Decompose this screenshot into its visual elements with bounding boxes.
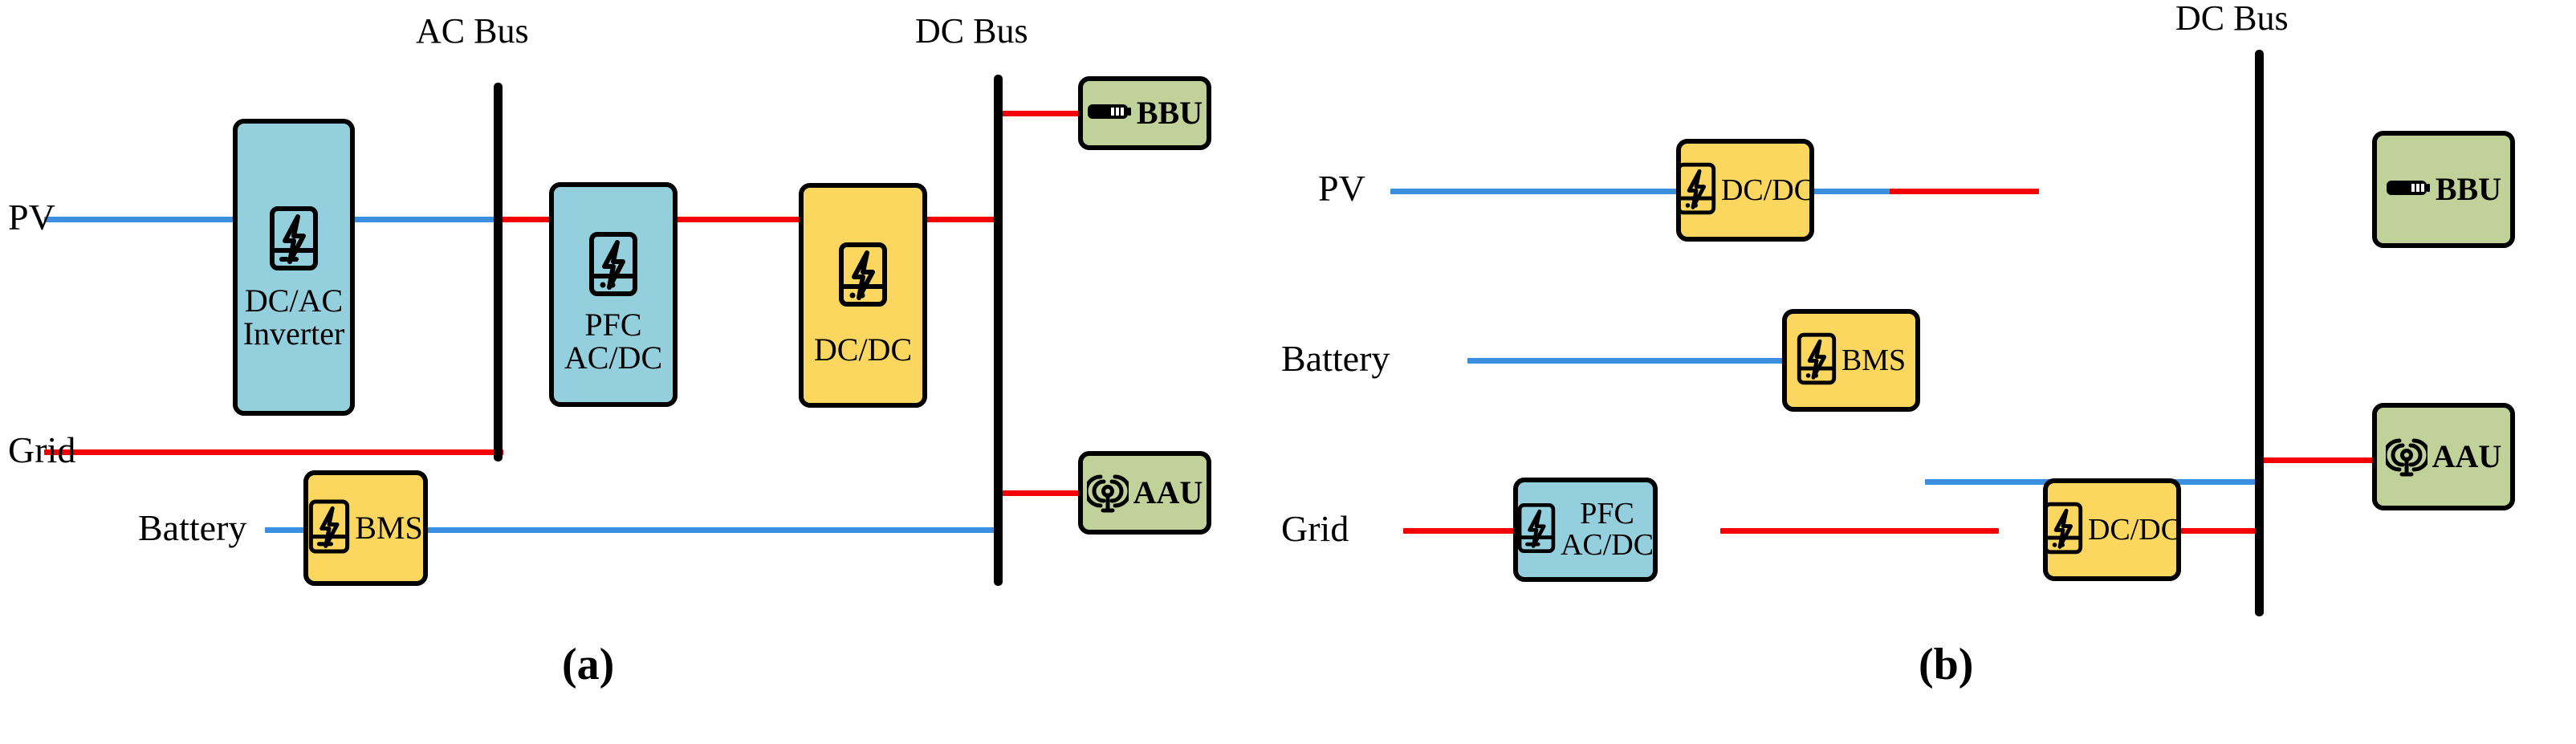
block-label-aau: AAU <box>1133 474 1203 510</box>
converter-icon <box>1797 332 1837 389</box>
converter-icon <box>2043 502 2083 559</box>
wire-battery-to-bms <box>265 527 307 533</box>
block-bms[interactable]: BMS <box>303 470 428 586</box>
dc-bus-bar <box>994 75 1003 586</box>
block-dc-dc-grid[interactable]: DC/DC <box>2043 478 2181 581</box>
wire-bms-to-dcbus <box>425 527 1002 533</box>
wire-dcbus-to-bbu <box>1890 189 2039 194</box>
wire-pv-to-inverter <box>44 217 237 222</box>
block-label-dc-ac-inverter: DC/AC Inverter <box>242 282 345 352</box>
block-bms[interactable]: BMS <box>1782 309 1920 412</box>
wire-pfc-to-dcdc <box>674 217 804 222</box>
dc-bus-bar <box>2255 50 2264 616</box>
wire-inverter-to-acbus <box>351 217 503 222</box>
ac-bus-label: AC Bus <box>416 11 529 51</box>
block-label-dc-dc-pv: DC/DC <box>1720 173 1815 207</box>
wire-pv-to-dcdc <box>1390 189 1679 194</box>
block-pfc-ac-dc[interactable]: PFC AC/DC <box>549 182 678 407</box>
block-label-aau: AAU <box>2432 437 2502 474</box>
block-pfc-ac-dc[interactable]: PFC AC/DC <box>1513 478 1658 582</box>
converter-icon <box>588 231 638 301</box>
wire-battery-to-bms <box>1467 358 1787 364</box>
block-dc-ac-inverter[interactable]: DC/AC Inverter <box>233 119 355 416</box>
converter-icon <box>308 498 350 559</box>
block-aau[interactable]: AAU <box>1078 451 1211 535</box>
antenna-icon <box>1084 469 1132 518</box>
source-label-battery: Battery <box>138 507 247 548</box>
source-label-grid: Grid <box>8 429 76 470</box>
block-aau[interactable]: AAU <box>2372 403 2515 510</box>
source-label-pv: PV <box>1318 168 1365 209</box>
block-dc-dc-pv[interactable]: DC/DC <box>1676 139 1814 242</box>
block-label-bbu: BBU <box>2435 170 2502 207</box>
battery-rack-icon <box>2386 178 2431 201</box>
wire-dcbus-to-bbu <box>998 111 1082 116</box>
wire-dcdcgrid-to-dcbus <box>2181 528 2261 534</box>
block-label-pfc-ac-dc: PFC AC/DC <box>564 306 663 376</box>
converter-icon <box>1676 162 1716 219</box>
block-label-bms: BMS <box>1841 343 1907 377</box>
wire-grid-to-acbus <box>44 449 503 455</box>
block-dc-dc[interactable]: DC/DC <box>799 183 927 408</box>
block-bbu[interactable]: BBU <box>2372 131 2515 248</box>
wire-grid-to-pfc <box>1403 528 1518 534</box>
dc-bus-label: DC Bus <box>915 11 1028 51</box>
converter-icon <box>838 242 888 311</box>
converter-icon <box>1517 502 1556 558</box>
panel-caption-b: (b) <box>1919 640 1974 689</box>
source-label-grid: Grid <box>1281 508 1349 549</box>
panel-caption-a: (a) <box>562 640 615 689</box>
wire-dcbus-to-aau <box>998 490 1082 496</box>
block-label-bbu: BBU <box>1136 94 1203 131</box>
wire-dcdc-to-dcbus <box>922 217 1002 222</box>
panel-b: DC Bus PV Battery Grid DC/DC <box>1260 0 2576 744</box>
source-label-pv: PV <box>8 197 55 238</box>
block-label-pfc-ac-dc: PFC AC/DC <box>1560 497 1654 562</box>
wire-acbus-to-pfc <box>498 217 555 222</box>
wire-dcdc-to-dcbus-pv <box>1813 189 1895 194</box>
wire-pfc-to-dcdc-grid <box>1720 528 1999 534</box>
ac-bus-bar <box>494 83 503 461</box>
block-bbu[interactable]: BBU <box>1078 76 1211 150</box>
block-label-dc-dc-grid: DC/DC <box>2087 512 2182 547</box>
block-label-bms: BMS <box>355 509 423 546</box>
antenna-icon <box>2383 432 2431 482</box>
wire-dcbus-to-aau <box>2258 457 2373 463</box>
source-label-battery: Battery <box>1281 338 1390 379</box>
battery-rack-icon <box>1087 102 1132 125</box>
panel-a: AC Bus DC Bus PV Grid Battery DC/AC Inve… <box>0 0 1260 744</box>
block-label-dc-dc: DC/DC <box>813 331 913 368</box>
converter-icon <box>269 205 319 275</box>
dc-bus-label: DC Bus <box>2175 0 2289 38</box>
